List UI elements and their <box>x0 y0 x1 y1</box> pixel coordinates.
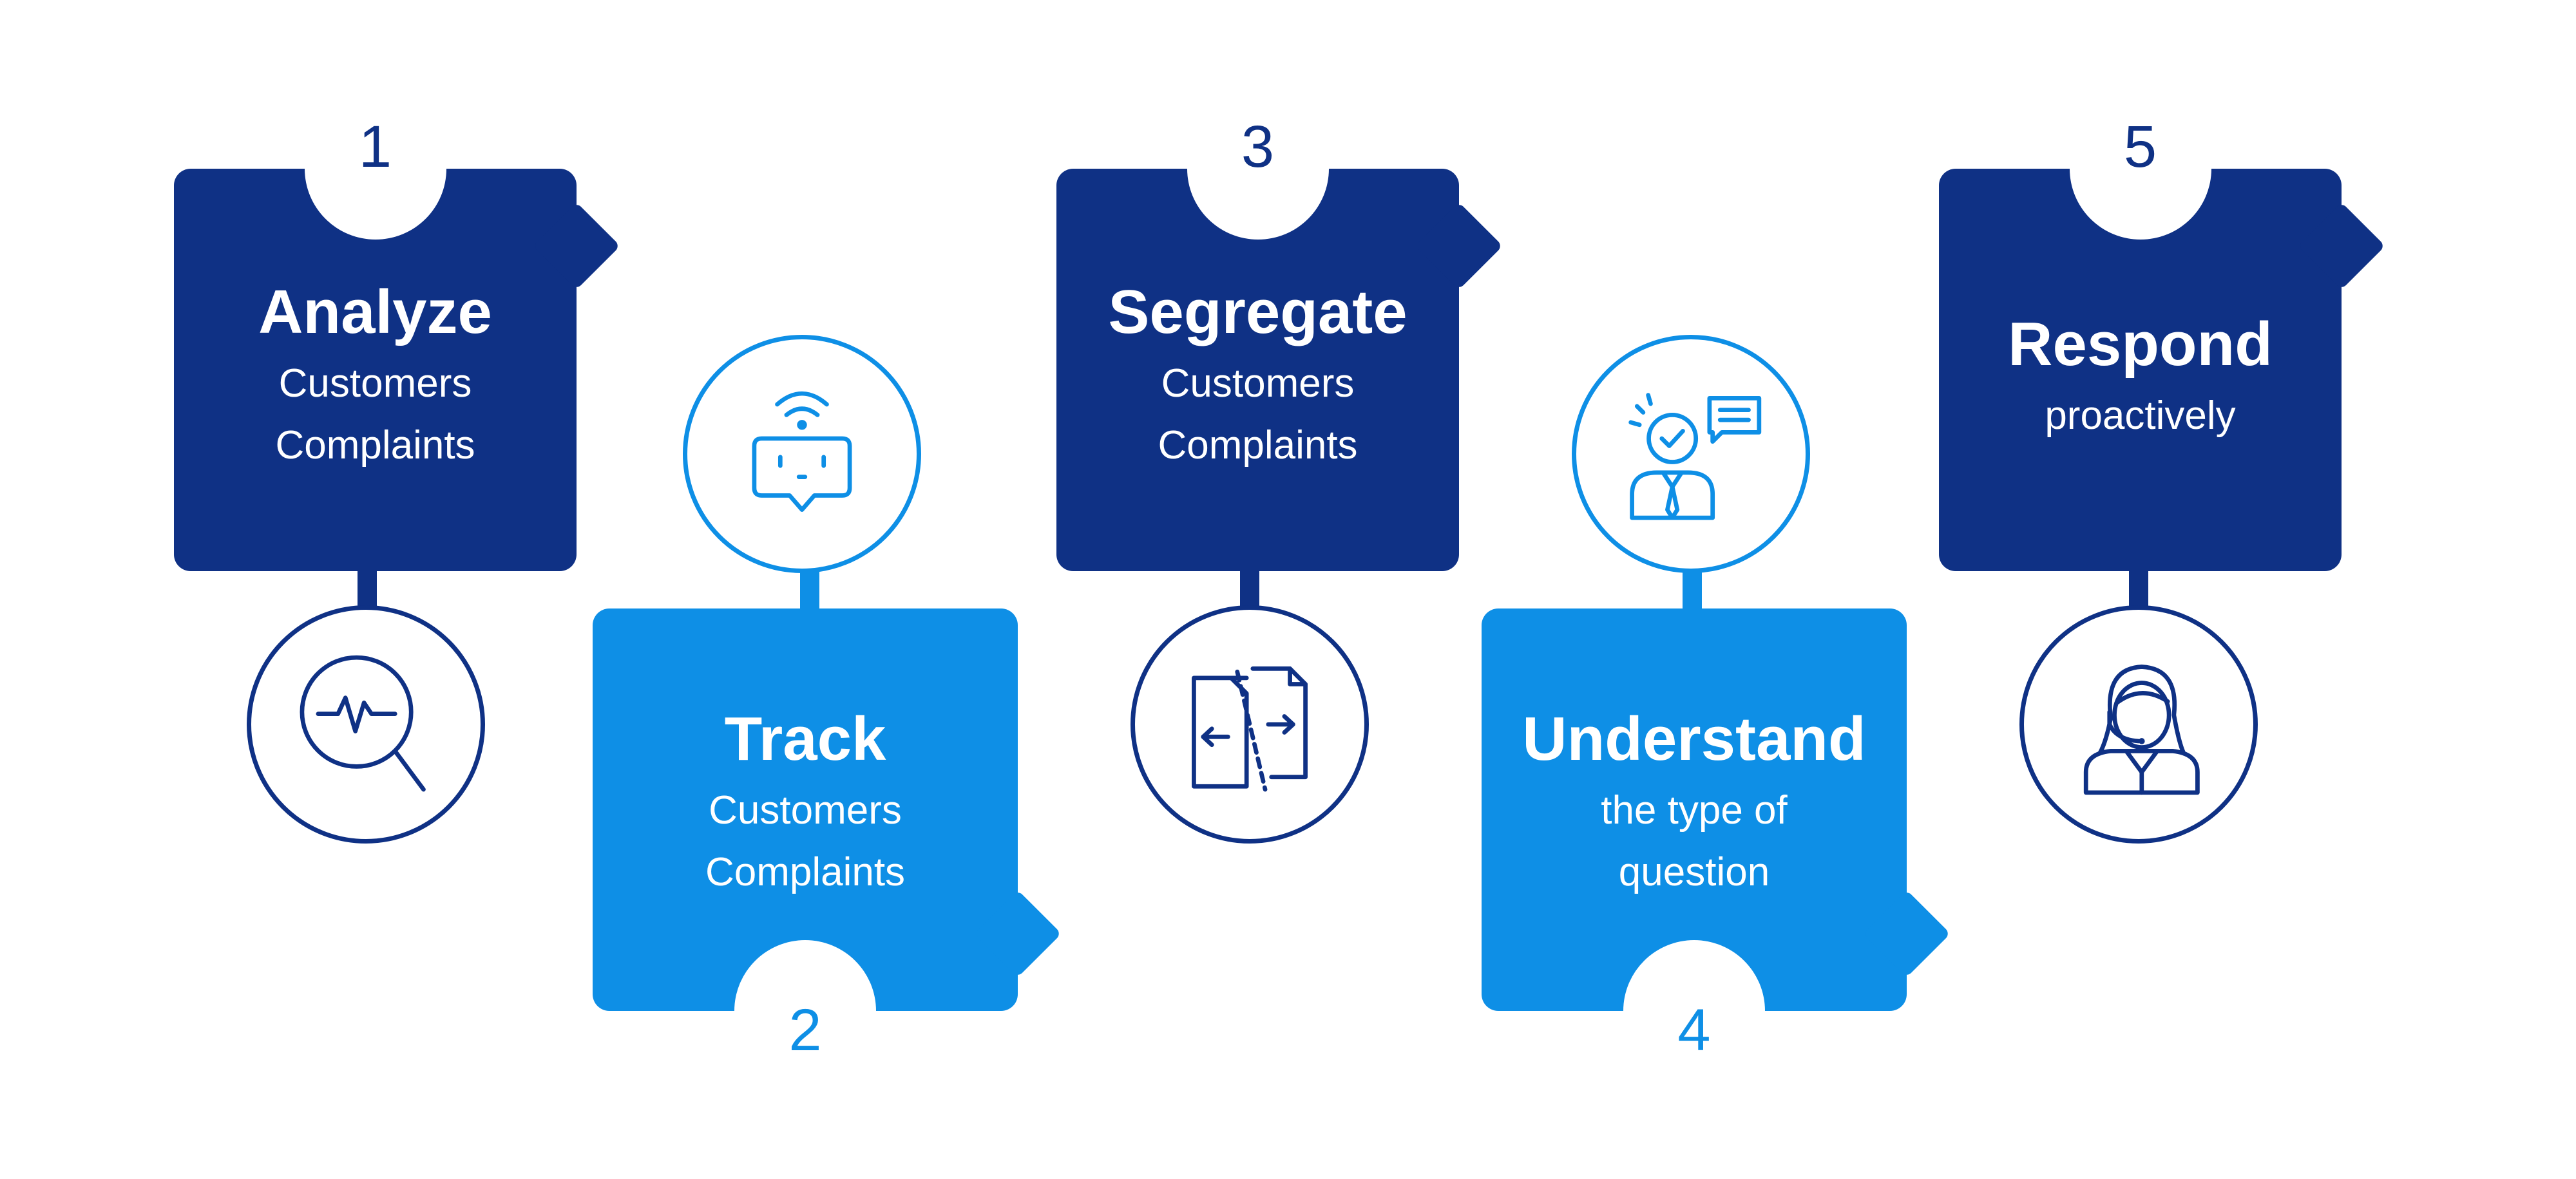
icon-circle-3 <box>1131 605 1369 844</box>
chatbot-wifi-icon <box>752 391 852 512</box>
connector <box>1240 570 1259 608</box>
step-number: 1 <box>358 114 392 180</box>
number-notch <box>2069 98 2211 240</box>
step-text: Track Customers Complaints <box>593 705 1018 903</box>
step-number: 5 <box>2123 114 2157 180</box>
icon-circle-5 <box>2019 605 2258 844</box>
step-subtitle: the type of question <box>1482 780 1907 903</box>
step-number: 2 <box>788 997 822 1063</box>
step-text: Segregate Customers Complaints <box>1056 278 1459 476</box>
step-card-1: 1 Analyze Customers Complaints <box>174 98 620 571</box>
step-subtitle: Customers Complaints <box>593 780 1018 903</box>
agent-chat-icon <box>1628 393 1762 520</box>
step-card-5: 5 Respond proactively <box>1939 98 2385 571</box>
subtitle-line: Complaints <box>705 849 906 894</box>
connector <box>358 570 377 608</box>
step-text: Respond proactively <box>1939 310 2342 447</box>
step-subtitle: proactively <box>1939 385 2342 447</box>
icon-circle-4 <box>1572 335 1810 573</box>
icon-circle-2 <box>683 335 921 573</box>
step-title: Respond <box>2008 310 2273 379</box>
subtitle-line: Complaints <box>275 422 475 467</box>
subtitle-line: Complaints <box>1158 422 1358 467</box>
subtitle-line: proactively <box>2045 393 2236 438</box>
connector <box>1683 572 1702 610</box>
support-headset-icon <box>2083 665 2200 795</box>
magnifier-pulse-icon <box>300 655 426 792</box>
number-notch <box>734 940 876 1082</box>
step-text: Understand the type of question <box>1482 705 1907 903</box>
step-title: Track <box>724 704 886 773</box>
step-title: Analyze <box>258 278 492 346</box>
subtitle-line: Customers <box>709 788 902 833</box>
subtitle-line: Customers <box>1161 361 1355 406</box>
step-number: 3 <box>1241 114 1275 180</box>
step-card-2: 2 Track Customers Complaints <box>593 608 1062 1082</box>
step-subtitle: Customers Complaints <box>174 353 577 476</box>
icon-circle-1 <box>247 605 485 844</box>
step-card-3: 3 Segregate Customers Complaints <box>1056 98 1503 571</box>
step-number: 4 <box>1677 997 1711 1063</box>
number-notch <box>304 98 446 240</box>
number-notch <box>1623 940 1765 1082</box>
connector <box>2129 570 2148 608</box>
connector <box>800 572 819 610</box>
split-document-icon <box>1192 666 1308 792</box>
step-card-4: 4 Understand the type of question <box>1482 608 1951 1082</box>
subtitle-line: question <box>1618 849 1770 894</box>
subtitle-line: the type of <box>1601 788 1788 833</box>
subtitle-line: Customers <box>278 361 472 406</box>
number-notch <box>1187 98 1329 240</box>
step-subtitle: Customers Complaints <box>1056 353 1459 476</box>
step-text: Analyze Customers Complaints <box>174 278 577 476</box>
step-title: Segregate <box>1108 278 1407 346</box>
step-title: Understand <box>1522 704 1866 773</box>
